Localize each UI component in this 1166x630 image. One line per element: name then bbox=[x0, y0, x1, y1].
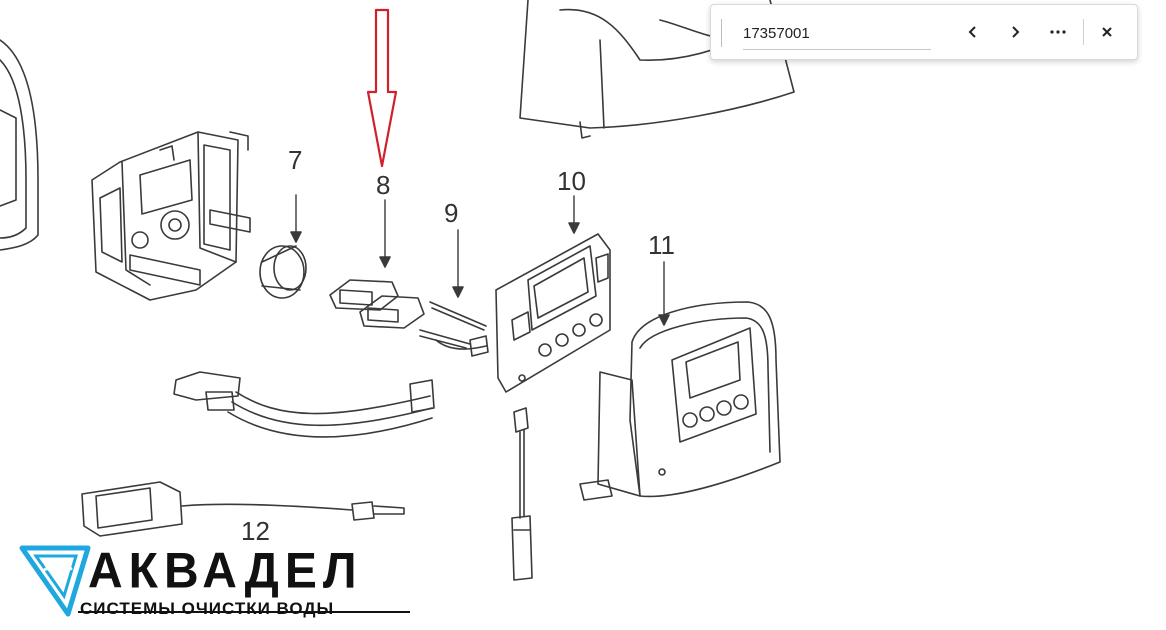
logo-wordmark: АКВАДЕЛ bbox=[88, 543, 363, 600]
wiring-harness-part bbox=[173, 335, 489, 438]
find-bar bbox=[710, 4, 1138, 60]
probe-cable-part bbox=[511, 407, 533, 581]
bracket-part bbox=[91, 131, 251, 301]
akvadel-logo-icon bbox=[19, 545, 410, 617]
control-board-part-10 bbox=[495, 195, 611, 393]
ring-part-7 bbox=[259, 194, 307, 299]
find-next-button[interactable] bbox=[1001, 18, 1029, 46]
part-label-7: 7 bbox=[288, 145, 303, 175]
part-label-10: 10 bbox=[557, 166, 586, 196]
find-close-button[interactable] bbox=[1093, 18, 1121, 46]
chevron-right-icon bbox=[1012, 26, 1020, 38]
find-previous-button[interactable] bbox=[959, 18, 987, 46]
screw-part-9 bbox=[419, 229, 487, 349]
valve-body-part bbox=[0, 39, 39, 251]
find-bar-divider bbox=[721, 19, 722, 47]
part-label-9: 9 bbox=[444, 198, 459, 228]
find-input[interactable] bbox=[743, 17, 931, 50]
power-adapter-part-12 bbox=[81, 481, 405, 537]
part-label-12: 12 bbox=[241, 516, 270, 546]
connector-part-8 bbox=[329, 199, 425, 329]
more-horizontal-icon bbox=[1050, 30, 1066, 34]
front-cover-part-11 bbox=[579, 261, 781, 501]
chevron-left-icon bbox=[968, 26, 976, 38]
close-icon bbox=[1102, 27, 1112, 37]
find-more-options-button[interactable] bbox=[1044, 18, 1072, 46]
part-label-8: 8 bbox=[376, 170, 391, 200]
highlight-arrow bbox=[366, 8, 398, 168]
logo-tagline: СИСТЕМЫ ОЧИСТКИ ВОДЫ bbox=[80, 599, 335, 618]
part-label-11: 11 bbox=[648, 230, 675, 260]
find-bar-divider-right bbox=[1083, 19, 1084, 45]
